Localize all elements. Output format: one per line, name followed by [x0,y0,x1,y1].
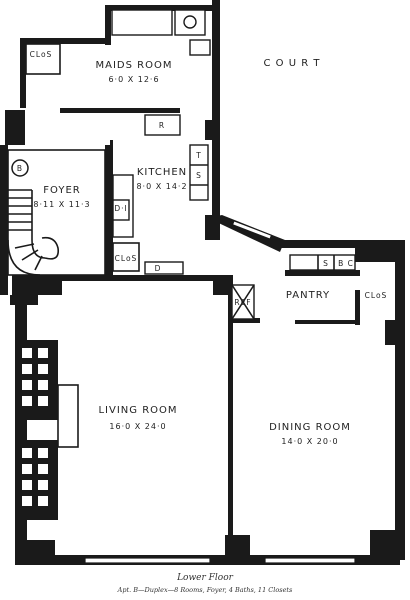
caption-title: Lower Floor [176,573,234,583]
court-label: C O U R T [264,58,321,69]
foyer-marker-label: B [17,164,23,173]
pantry-name: PANTRY [286,290,330,301]
dining-room-dims: 14·0 X 20·0 [281,437,338,446]
walls [0,0,405,565]
dresser-label: D·I [114,204,127,213]
living-room-windows [16,340,79,520]
dining-room-name: DINING ROOM [269,422,351,433]
maids-closet-label: CLoS [30,50,53,59]
foyer-staircase [7,149,106,276]
kitchen-name: KITCHEN [137,167,187,178]
range-label: R [159,121,165,130]
foyer-dims: 8·11 X 11·3 [33,200,90,209]
kitchen-closet-label: CLoS [115,254,138,263]
foyer-name: FOYER [43,185,80,196]
pantry-closet-label: CLoS [365,291,388,300]
pantry-sink-label: S [323,259,329,268]
maids-room-name: MAIDS ROOM [96,60,173,71]
kitchen-dims: 8·0 X 14·2 [136,182,187,191]
sink-label: S [196,171,202,180]
living-room-name: LIVING ROOM [98,405,177,416]
tub-label: T [195,151,202,160]
caption-subtitle: Apt. B—Duplex—8 Rooms, Foyer, 4 Baths, 1… [117,586,293,594]
pantry-bc-label: B C [338,259,354,268]
refrigerator-label: REF [234,298,251,307]
living-room-dims: 16·0 X 24·0 [109,422,166,431]
maids-room-dims: 6·0 X 12·6 [108,75,159,84]
foyer-b-marker [11,159,29,177]
fixtures [25,9,356,320]
dumbwaiter-label: D [155,264,162,273]
